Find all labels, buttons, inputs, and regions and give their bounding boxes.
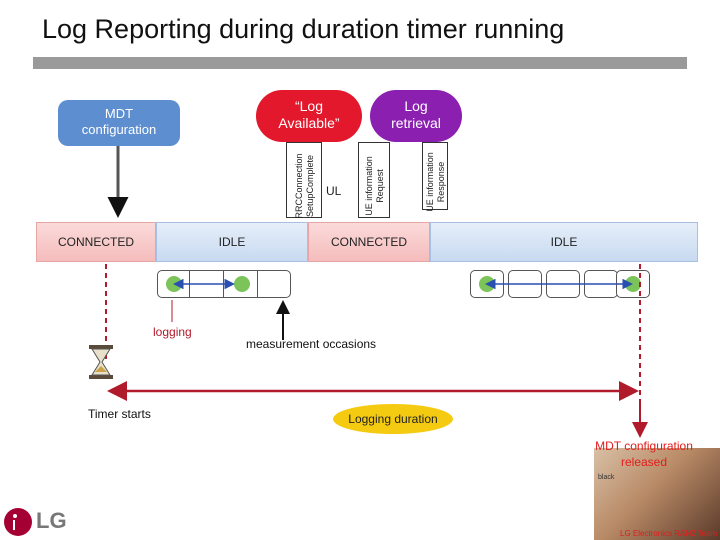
- title-divider: [33, 57, 687, 69]
- logging-label: logging: [153, 325, 192, 339]
- timer-starts-label: Timer starts: [88, 407, 151, 421]
- lg-logo-text: LG: [36, 508, 67, 533]
- rrc-setup-complete-box: RRCConnection SetupComplete: [286, 142, 322, 219]
- mdt-configuration-released-label: MDT configuration released: [588, 438, 700, 470]
- mdt-configuration-bubble: MDT configuration: [58, 100, 180, 146]
- state-idle-1: IDLE: [156, 222, 308, 262]
- ul-label: UL: [326, 184, 342, 198]
- measurement-occasions-label: measurement occasions: [246, 337, 377, 351]
- slot-divider: [257, 270, 258, 298]
- hourglass-icon: [89, 345, 113, 379]
- promo-ad-text: black: [598, 474, 615, 481]
- state-connected-1: CONNECTED: [36, 222, 156, 262]
- mdt-configuration-line1: MDT: [104, 106, 134, 121]
- log-available-line1: “Log: [294, 98, 324, 114]
- logging-duration-oval: Logging duration: [333, 404, 453, 434]
- log-available-bubble: “Log Available”: [256, 90, 362, 142]
- ue-information-request-box: UE information Request: [358, 142, 390, 218]
- mdt-released-line1: MDT configuration: [595, 439, 693, 453]
- log-retrieval-line1: Log: [404, 98, 428, 114]
- page-title: Log Reporting during duration timer runn…: [42, 14, 565, 44]
- state-idle-2: IDLE: [430, 222, 698, 262]
- promo-photo: [594, 448, 720, 540]
- state-connected-2: CONNECTED: [308, 222, 430, 262]
- measurement-dot: [234, 276, 250, 292]
- ue-information-response-box: UE information Response: [422, 142, 448, 212]
- lg-logo-eye: [13, 514, 17, 518]
- mdt-released-line2: released: [620, 455, 668, 469]
- log-available-line2: Available”: [278, 115, 340, 131]
- mdt-configuration-line2: configuration: [81, 122, 157, 137]
- lg-logo-mark: [13, 520, 15, 530]
- log-retrieval-bubble: Log retrieval: [370, 90, 462, 142]
- log-retrieval-line2: retrieval: [391, 115, 441, 131]
- lg-logo-icon: [4, 508, 32, 536]
- footer-caption: LG Electronics RAN2 Team: [620, 529, 718, 538]
